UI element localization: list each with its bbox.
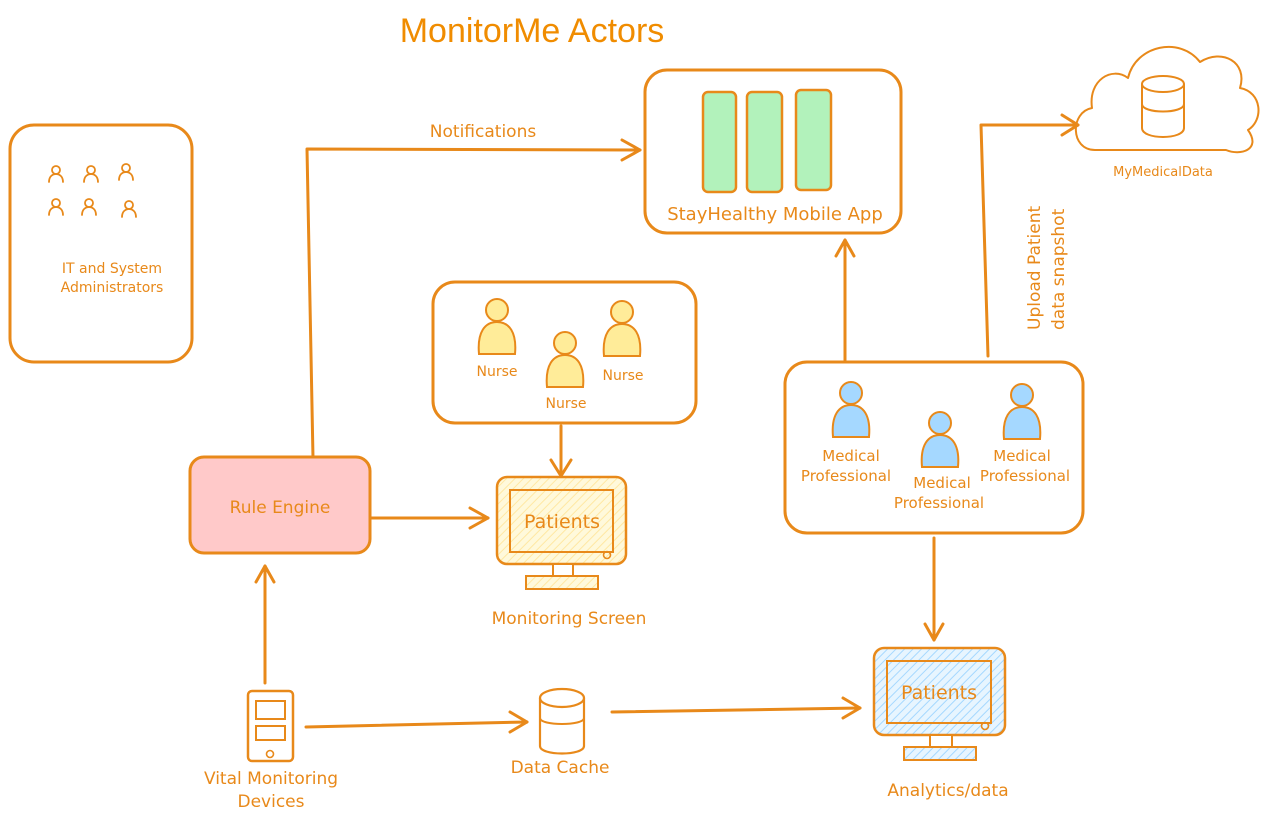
it-admins-label-line1: IT and System bbox=[62, 261, 162, 277]
upload-edge bbox=[979, 123, 1080, 358]
rule-engine-node: Rule Engine bbox=[188, 455, 372, 555]
nurse-label-3: Nurse bbox=[602, 368, 643, 384]
cloud-shape bbox=[1074, 45, 1260, 154]
it-admins-label-line2: Administrators bbox=[61, 280, 164, 296]
monitoring-screen-caption: Monitoring Screen bbox=[492, 609, 647, 629]
diagram-title: MonitorMe Actors bbox=[400, 12, 665, 50]
notifications-label: Notifications bbox=[430, 122, 537, 142]
rule-engine-box bbox=[188, 455, 372, 555]
medical-node: Medical Professional Medical Professiona… bbox=[783, 360, 1085, 535]
devices-label-line2: Devices bbox=[238, 792, 305, 812]
monitoring-screen-node: Patients Monitoring Screen bbox=[492, 475, 647, 629]
mobile-app-columns-icon bbox=[701, 88, 833, 194]
cache-to-analytics-arrowhead bbox=[841, 696, 862, 720]
devices-label-line1: Vital Monitoring bbox=[204, 769, 338, 789]
upload-label-line2: data snapshot bbox=[1049, 208, 1069, 330]
mobile-app-label: StayHealthy Mobile App bbox=[667, 204, 883, 225]
connectors bbox=[254, 113, 1080, 734]
it-admins-node: IT and System Administrators bbox=[8, 123, 194, 364]
it-admins-frame bbox=[8, 123, 194, 364]
device-icon bbox=[246, 689, 295, 763]
medical-to-app-arrowhead bbox=[834, 238, 856, 258]
mobile-app-node: StayHealthy Mobile App bbox=[643, 68, 903, 235]
upload-label-line1: Upload Patient bbox=[1025, 206, 1045, 330]
medical-label-3-line2: Professional bbox=[980, 467, 1070, 485]
cloud-label: MyMedicalData bbox=[1113, 165, 1213, 180]
analytics-caption: Analytics/data bbox=[887, 781, 1008, 801]
devices-to-rule-arrowhead bbox=[254, 564, 276, 584]
nurse-label-1: Nurse bbox=[476, 364, 517, 380]
medical-label-1-line2: Professional bbox=[801, 467, 891, 485]
database-icon bbox=[538, 687, 586, 755]
devices-to-cache-edge bbox=[304, 720, 529, 729]
nurses-node: Nurse Nurse Nurse bbox=[431, 280, 698, 425]
medical-label-3-line1: Medical bbox=[993, 447, 1050, 465]
rule-engine-label: Rule Engine bbox=[230, 498, 331, 518]
database-icon bbox=[1141, 75, 1185, 138]
upload-arrowhead bbox=[1060, 113, 1080, 137]
devices-to-cache-arrowhead bbox=[508, 710, 529, 734]
monitor-icon bbox=[495, 475, 628, 590]
devices-node: Vital Monitoring Devices bbox=[204, 689, 338, 812]
nurse-label-2: Nurse bbox=[545, 396, 586, 412]
monitor-icon bbox=[872, 646, 1007, 761]
medical-to-analytics-arrowhead bbox=[923, 622, 945, 642]
rule-to-monitor-arrowhead bbox=[468, 506, 490, 530]
analytics-node: Patients Analytics/data bbox=[872, 646, 1009, 801]
medical-label-2-line2: Professional bbox=[894, 494, 984, 512]
notifications-edge bbox=[305, 147, 642, 460]
cloud-node: MyMedicalData bbox=[1074, 45, 1260, 180]
medical-label-2-line1: Medical bbox=[913, 474, 970, 492]
data-cache-node: Data Cache bbox=[511, 687, 610, 778]
analytics-screen-text: Patients bbox=[901, 682, 977, 704]
medical-label-1-line1: Medical bbox=[822, 447, 879, 465]
cache-to-analytics-edge bbox=[610, 706, 862, 714]
monitoring-screen-text: Patients bbox=[524, 511, 600, 533]
notifications-arrowhead bbox=[620, 138, 642, 162]
data-cache-label: Data Cache bbox=[511, 758, 610, 778]
